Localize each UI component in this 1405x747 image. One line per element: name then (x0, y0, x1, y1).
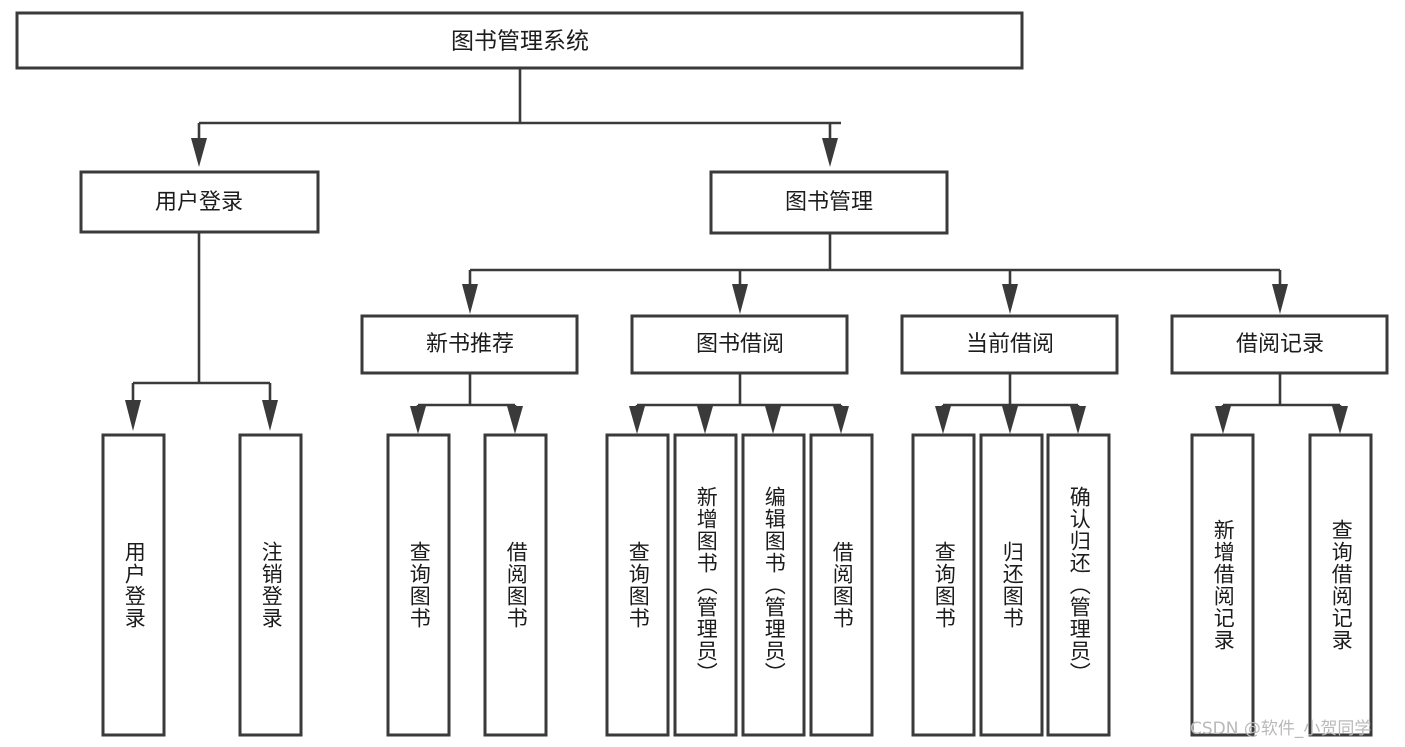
leaf-query-book-1-box[interactable] (386, 433, 451, 737)
node-new-book-recommend-label: 新书推荐 (426, 332, 514, 357)
arrow-head-root-2 (822, 138, 838, 167)
node-current-borrow-box (900, 314, 1119, 375)
csdn-watermark: CSDN @软件_小贺同学 (1190, 719, 1372, 739)
node-borrow-record[interactable]: 借阅记录 (1170, 314, 1389, 375)
leaf-borrow-book-2-box[interactable] (809, 433, 874, 737)
connectors-borrowrecord-to-leaves (1215, 373, 1348, 434)
node-user-login-label: 用户登录 (155, 190, 243, 215)
arrow-head-userlogin-2 (262, 400, 278, 431)
connectors-currentborrow-to-leaves (935, 373, 1086, 434)
arrow-head-bookborrow-1 (629, 406, 645, 434)
node-borrow-record-label: 借阅记录 (1236, 332, 1324, 357)
arrow-head-newbook-1 (410, 406, 426, 434)
connectors-root-to-level1 (191, 68, 841, 167)
arrow-head-borrowrecord-1 (1215, 406, 1231, 434)
leaf-query-book-2-box[interactable] (605, 433, 670, 737)
node-root-system[interactable]: 图书管理系统 (15, 11, 1024, 70)
leaf-return-book-box[interactable] (979, 433, 1044, 737)
node-root-system-box (15, 11, 1024, 70)
arrow-head-newbook-2 (507, 406, 523, 434)
leaf-add-book-box[interactable] (673, 433, 738, 737)
node-new-book-recommend[interactable]: 新书推荐 (360, 314, 579, 375)
node-current-borrow-label: 当前借阅 (966, 332, 1054, 357)
node-book-borrow[interactable]: 图书借阅 (630, 314, 849, 375)
connectors-bookborrow-to-leaves (629, 373, 849, 434)
arrow-head-bookmgmt-2 (732, 284, 748, 314)
arrow-head-currentborrow-3 (1070, 406, 1086, 434)
arrow-head-root-1 (191, 138, 207, 167)
leaf-boxes (101, 433, 1373, 737)
node-user-login-box (79, 170, 320, 234)
node-current-borrow[interactable]: 当前借阅 (900, 314, 1119, 375)
leaf-logout-login-box[interactable] (238, 433, 303, 737)
arrow-head-currentborrow-1 (935, 406, 951, 434)
node-book-borrow-box (630, 314, 849, 375)
node-new-book-recommend-box (360, 314, 579, 375)
node-book-management-box (709, 170, 949, 235)
arrow-head-bookborrow-4 (833, 406, 849, 434)
leaf-add-borrow-record-box[interactable] (1190, 433, 1255, 737)
leaf-query-book-3-box[interactable] (911, 433, 976, 737)
leaf-confirm-return-box[interactable] (1046, 433, 1111, 737)
connectors-bookmgmt-to-level2 (462, 233, 1288, 314)
node-book-management[interactable]: 图书管理 (709, 170, 949, 235)
arrow-head-userlogin-1 (125, 400, 141, 431)
leaf-edit-book-box[interactable] (741, 433, 806, 737)
connectors-userlogin-to-leaves (125, 232, 278, 431)
node-user-login[interactable]: 用户登录 (79, 170, 320, 234)
leaf-query-borrow-record-box[interactable] (1308, 433, 1373, 737)
leaf-user-login-box[interactable] (101, 433, 166, 737)
arrow-head-bookmgmt-4 (1272, 284, 1288, 314)
node-borrow-record-box (1170, 314, 1389, 375)
node-root-system-label: 图书管理系统 (451, 29, 589, 55)
leaf-borrow-book-1-box[interactable] (483, 433, 548, 737)
node-book-management-label: 图书管理 (785, 190, 873, 215)
arrow-head-borrowrecord-2 (1332, 406, 1348, 434)
arrow-head-bookmgmt-1 (462, 284, 478, 314)
arrow-head-currentborrow-2 (1002, 406, 1018, 434)
arrow-head-bookborrow-2 (697, 406, 713, 434)
arrow-head-bookmgmt-3 (1002, 284, 1018, 314)
arrow-head-bookborrow-3 (765, 406, 781, 434)
connectors-newbook-to-leaves (410, 373, 523, 434)
node-book-borrow-label: 图书借阅 (696, 332, 784, 357)
